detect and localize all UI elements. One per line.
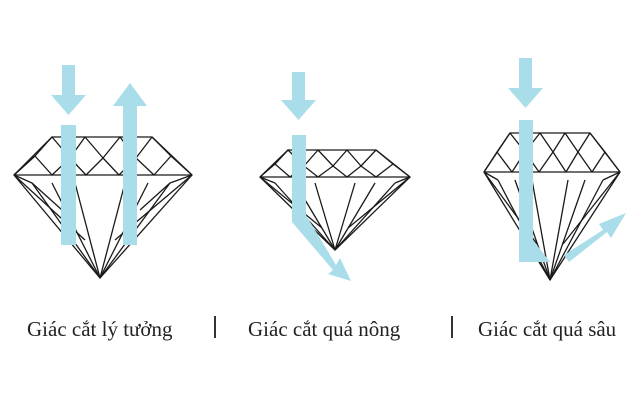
reflected-light-arrow bbox=[113, 83, 147, 245]
caption-separator bbox=[451, 316, 453, 338]
caption-ideal-cut: Giác cắt lý tưởng bbox=[27, 317, 173, 341]
diamond-shallow bbox=[259, 149, 411, 251]
diamond-ideal bbox=[13, 136, 193, 279]
caption-shallow-cut: Giác cắt quá nông bbox=[248, 317, 401, 341]
incoming-light-arrow bbox=[508, 58, 543, 108]
escaping-light-ray bbox=[292, 135, 351, 281]
escaping-light-ray bbox=[564, 213, 626, 262]
incoming-light-arrow bbox=[281, 72, 316, 120]
incoming-light-arrow bbox=[51, 65, 86, 115]
diamond-deep bbox=[483, 132, 621, 281]
caption-separator bbox=[214, 316, 216, 338]
incoming-light-beam bbox=[61, 125, 76, 245]
escaping-light-ray bbox=[519, 120, 550, 262]
caption-deep-cut: Giác cắt quá sâu bbox=[478, 317, 617, 341]
